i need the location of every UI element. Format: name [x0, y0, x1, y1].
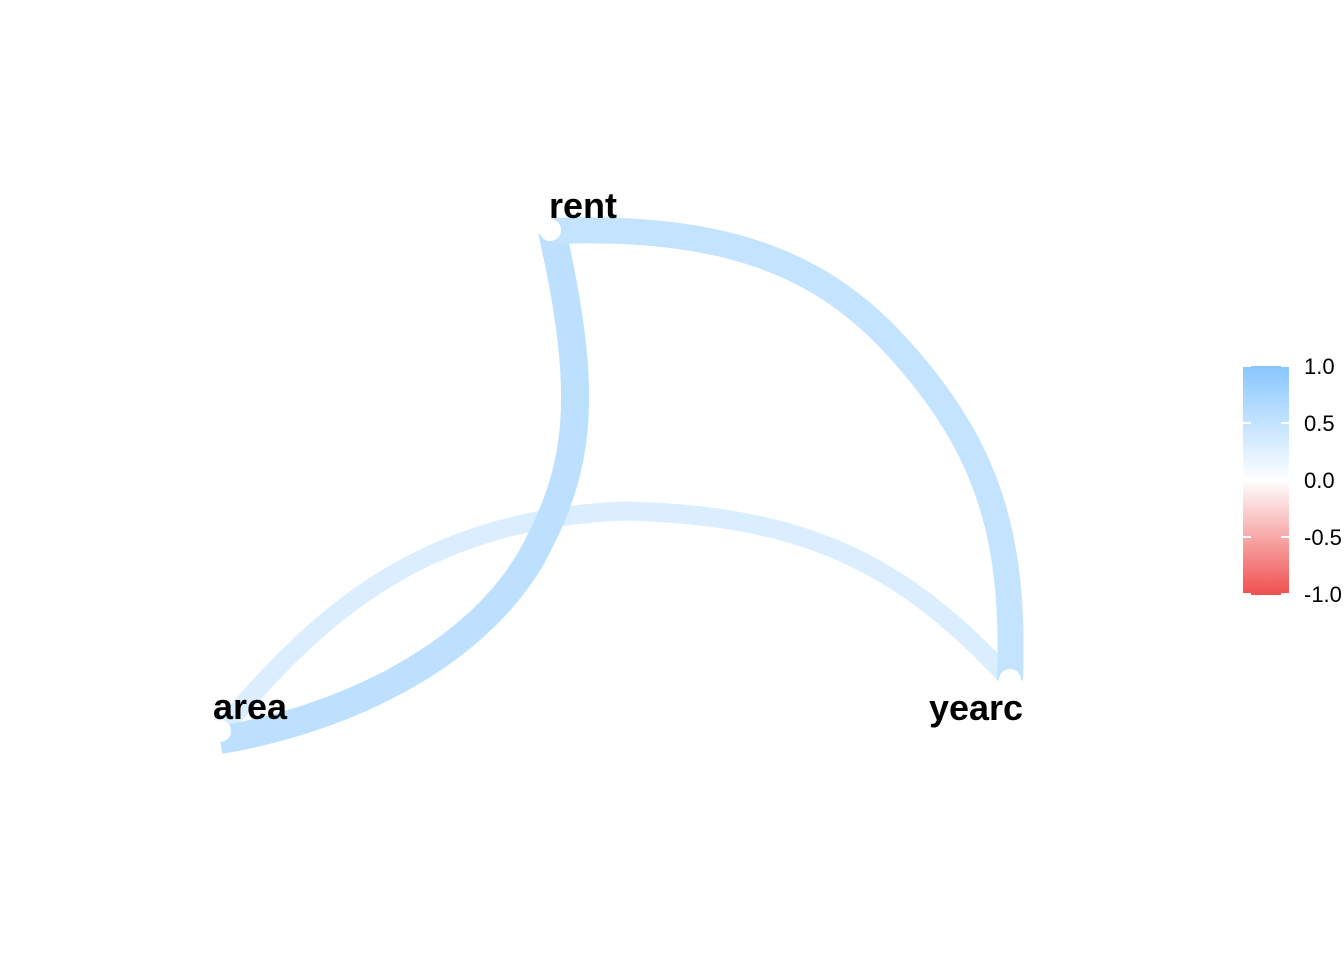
edge-rent-area — [217, 227, 590, 754]
node-label-rent: rent — [549, 185, 617, 226]
edge-rent-yearc — [551, 217, 1024, 681]
color-legend: 1.0 0.5 0.0 -0.5 -1.0 — [1243, 354, 1342, 607]
legend-tick-label: 0.0 — [1304, 468, 1335, 493]
legend-tick-label: 1.0 — [1304, 354, 1335, 379]
legend-tick-label: 0.5 — [1304, 411, 1335, 436]
node-rent — [539, 219, 561, 241]
edge-area-yearc — [212, 501, 1018, 738]
node-area — [209, 720, 231, 742]
edges-layer — [212, 217, 1024, 754]
node-yearc — [999, 669, 1021, 691]
legend-tick-label: -1.0 — [1304, 582, 1342, 607]
node-label-area: area — [213, 686, 288, 727]
nodes-layer: rent area yearc — [209, 185, 1023, 742]
node-label-yearc: yearc — [929, 687, 1023, 728]
legend-tick-label: -0.5 — [1304, 525, 1342, 550]
